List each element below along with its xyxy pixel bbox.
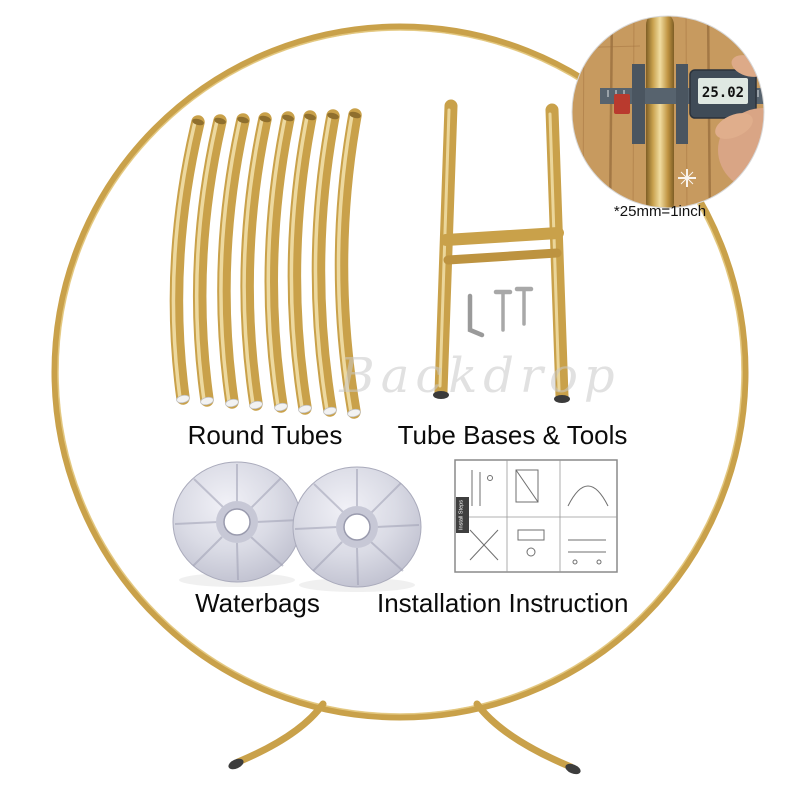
stand-right-leg bbox=[473, 700, 575, 771]
base-left-foot bbox=[433, 391, 449, 399]
round-arch-stand bbox=[51, 23, 749, 775]
tube-bases-label: Tube Bases & Tools bbox=[397, 420, 628, 450]
measurement-note: *25mm=1inch bbox=[613, 203, 707, 220]
tube-bottom-caps bbox=[176, 394, 361, 418]
tube-top-caps bbox=[192, 111, 361, 126]
caliper-reading: 25.02 bbox=[702, 85, 744, 101]
waterbag-right bbox=[292, 466, 422, 592]
inset-detail-photo: 25.02 bbox=[571, 15, 765, 209]
left-foot-cap bbox=[228, 758, 244, 770]
caliper-fixed-jaw bbox=[632, 64, 645, 144]
instruction-sketches bbox=[469, 469, 609, 565]
round-tubes-fan bbox=[173, 111, 361, 418]
tube-base bbox=[433, 99, 570, 403]
screw-2 bbox=[514, 286, 534, 326]
caliper-sliding-jaw bbox=[676, 64, 688, 144]
round-tubes-label: Round Tubes bbox=[187, 420, 343, 450]
sparkle bbox=[678, 169, 696, 187]
instruction-title: Install Steps bbox=[459, 500, 465, 530]
caliper: 25.02 bbox=[600, 64, 764, 144]
waterbag-left bbox=[172, 461, 302, 587]
instruction-title-tab bbox=[456, 497, 469, 533]
crossbar-bottom bbox=[443, 248, 562, 265]
measured-gold-tube bbox=[646, 16, 674, 208]
tools bbox=[467, 286, 534, 338]
instruction-sheet: Install Steps bbox=[454, 459, 618, 573]
waterbags-label: Waterbags bbox=[195, 588, 320, 618]
installation-label: Installation Instruction bbox=[377, 588, 629, 618]
watermark-text: Backdrop bbox=[338, 348, 620, 404]
base-right-foot bbox=[554, 395, 570, 403]
right-foot-cap bbox=[565, 763, 581, 775]
caliper-red-button bbox=[614, 94, 630, 114]
stand-left-leg bbox=[234, 700, 327, 766]
screw-1 bbox=[493, 289, 513, 332]
allen-wrench bbox=[467, 293, 485, 338]
crossbar-top bbox=[440, 227, 564, 246]
